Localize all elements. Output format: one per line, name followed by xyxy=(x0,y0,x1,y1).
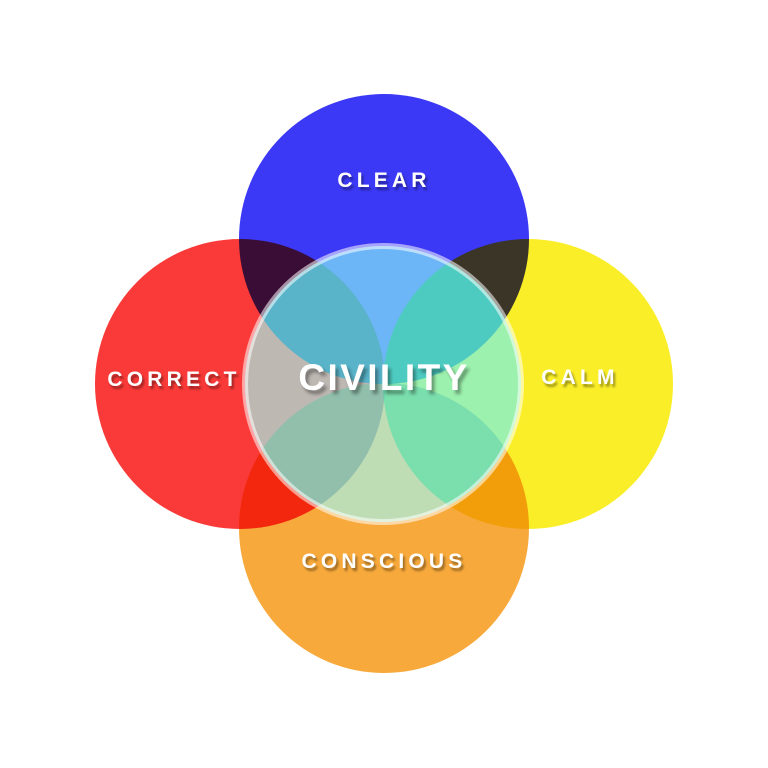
center-label-civility: CIVILITY xyxy=(298,357,470,398)
center-wedge-conscious xyxy=(245,383,521,522)
center-blend-wedges xyxy=(245,246,521,522)
center-wedge-correct xyxy=(245,246,385,522)
center-overlay-group xyxy=(242,243,524,525)
petal-label-clear: CLEAR xyxy=(337,169,431,192)
center-wedge-clear xyxy=(245,246,521,384)
petal-label-correct: CORRECT xyxy=(107,368,241,391)
center-wedge-calm xyxy=(383,246,521,522)
petal-label-conscious: CONSCIOUS xyxy=(301,550,467,573)
center-overlay-ring xyxy=(242,243,524,525)
petal-label-calm: CALM xyxy=(541,366,619,389)
